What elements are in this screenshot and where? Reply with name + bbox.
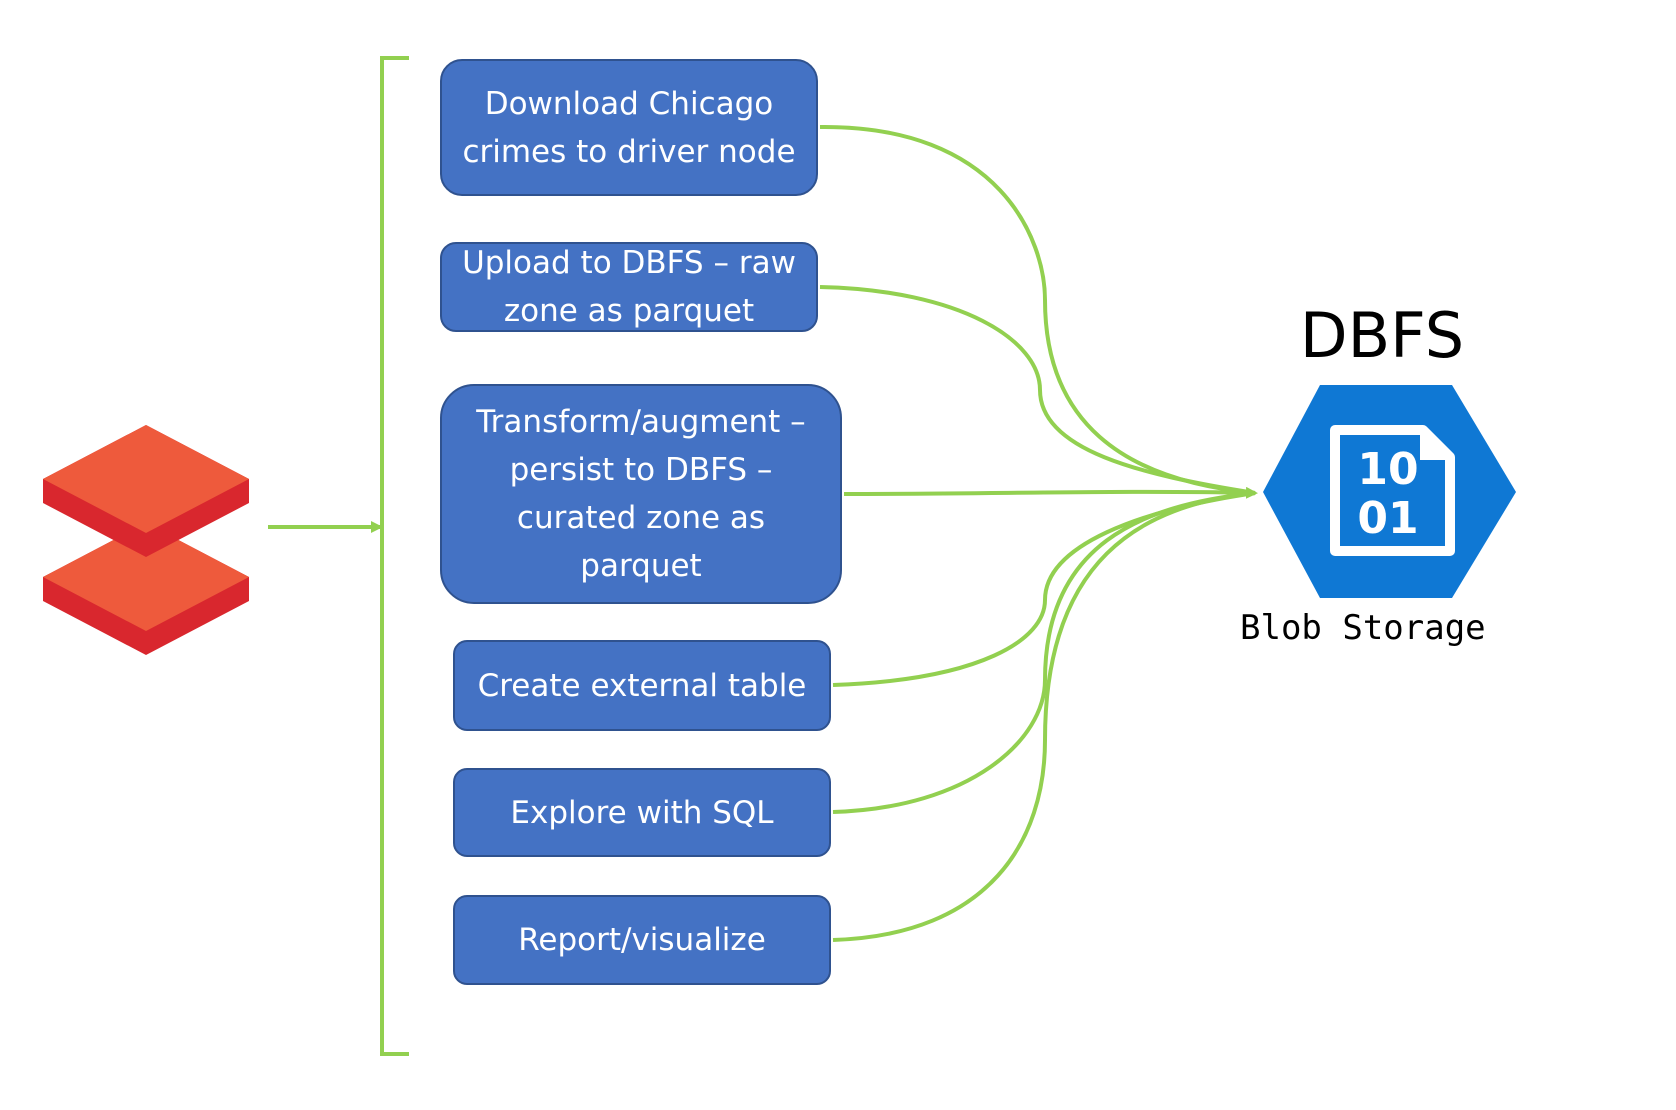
icon-text-top: 10 [1357,444,1418,495]
connector-step-4 [832,491,1256,687]
connector-step-1 [819,124,1256,495]
step-upload-raw-zone: Upload to DBFS – raw zone as parquet [440,242,818,332]
step-label: Upload to DBFS – raw zone as parquet [462,245,796,329]
grouping-bracket [380,56,409,1056]
step-transform-curated-zone: Transform/augment – persist to DBFS – cu… [440,384,842,604]
connector-step-6 [832,491,1256,942]
connector-step-3 [843,486,1258,499]
databricks-logo-icon [43,425,249,655]
step-label: Transform/augment – persist to DBFS – cu… [476,404,806,584]
blob-storage-caption: Blob Storage [1240,608,1486,648]
dbfs-title: DBFS [1299,299,1465,372]
connector-step-5 [832,491,1256,814]
step-label: Report/visualize [518,922,766,958]
step-label: Create external table [477,667,807,704]
file-icon [1330,425,1455,556]
step-download-data: Download Chicago crimes to driver node [440,59,818,196]
step-create-external-table: Create external table [453,640,831,731]
step-label: Explore with SQL [510,794,774,831]
icon-text-bottom: 01 [1357,493,1418,544]
connectors [819,124,1258,942]
blob-storage-hexagon-icon: 10 01 [1263,385,1516,598]
step-explore-sql: Explore with SQL [453,768,831,857]
connector-step-2 [819,285,1256,495]
step-report-visualize: Report/visualize [453,895,831,985]
step-label: Download Chicago crimes to driver node [462,85,796,170]
